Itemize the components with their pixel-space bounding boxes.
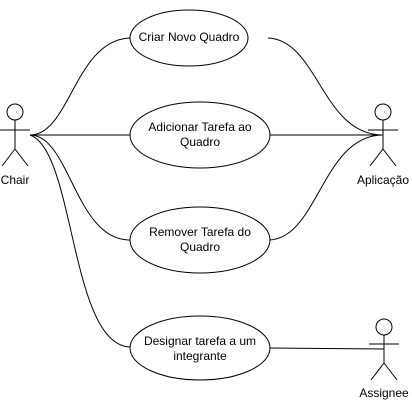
- connector-chair-criar-quadro: [29, 37, 131, 136]
- use-case-label: Criar Novo Quadro: [139, 30, 240, 44]
- use-case-label-line-2: Quadro: [180, 240, 220, 254]
- use-case-ellipse: [129, 101, 271, 169]
- use-case-designar-tarefa[interactable]: Designar tarefa a um integrante: [129, 315, 271, 381]
- use-case-adicionar-tarefa-ao-quadro[interactable]: Adicionar Tarefa ao Quadro: [129, 101, 271, 169]
- actor-chair[interactable]: Chair: [0, 103, 30, 187]
- use-case-label-line-2: integrante: [173, 349, 227, 363]
- use-case-ellipse: [129, 206, 271, 274]
- actor-icon: [368, 103, 398, 167]
- actor-label: Chair: [1, 173, 30, 187]
- connector-chair-designar-tarefa: [29, 134, 131, 348]
- use-case-label-line-1: Adicionar Tarefa ao: [148, 120, 252, 134]
- use-case-label-line-1: Remover Tarefa do: [149, 225, 251, 239]
- connector-chair-remover-tarefa: [29, 134, 131, 241]
- use-case-criar-novo-quadro[interactable]: Criar Novo Quadro: [129, 9, 249, 67]
- connector-remover-tarefa-aplicacao: [267, 134, 384, 241]
- actor-icon: [0, 103, 30, 167]
- connector-criar-quadro-aplicacao: [267, 37, 384, 136]
- connector-designar-tarefa-assignee: [269, 347, 385, 350]
- actor-label: Assignee: [359, 386, 409, 400]
- actor-assignee[interactable]: Assignee: [359, 318, 409, 400]
- use-case-remover-tarefa-do-quadro[interactable]: Remover Tarefa do Quadro: [129, 206, 271, 274]
- actor-aplicacao[interactable]: Aplicação: [357, 103, 409, 187]
- actor-label: Aplicação: [357, 173, 409, 187]
- use-case-ellipse: [129, 9, 249, 67]
- use-case-ellipse: [129, 315, 271, 381]
- use-case-label-line-1: Designar tarefa a um: [144, 334, 256, 348]
- use-case-label-line-2: Quadro: [180, 135, 220, 149]
- actor-icon: [369, 318, 399, 381]
